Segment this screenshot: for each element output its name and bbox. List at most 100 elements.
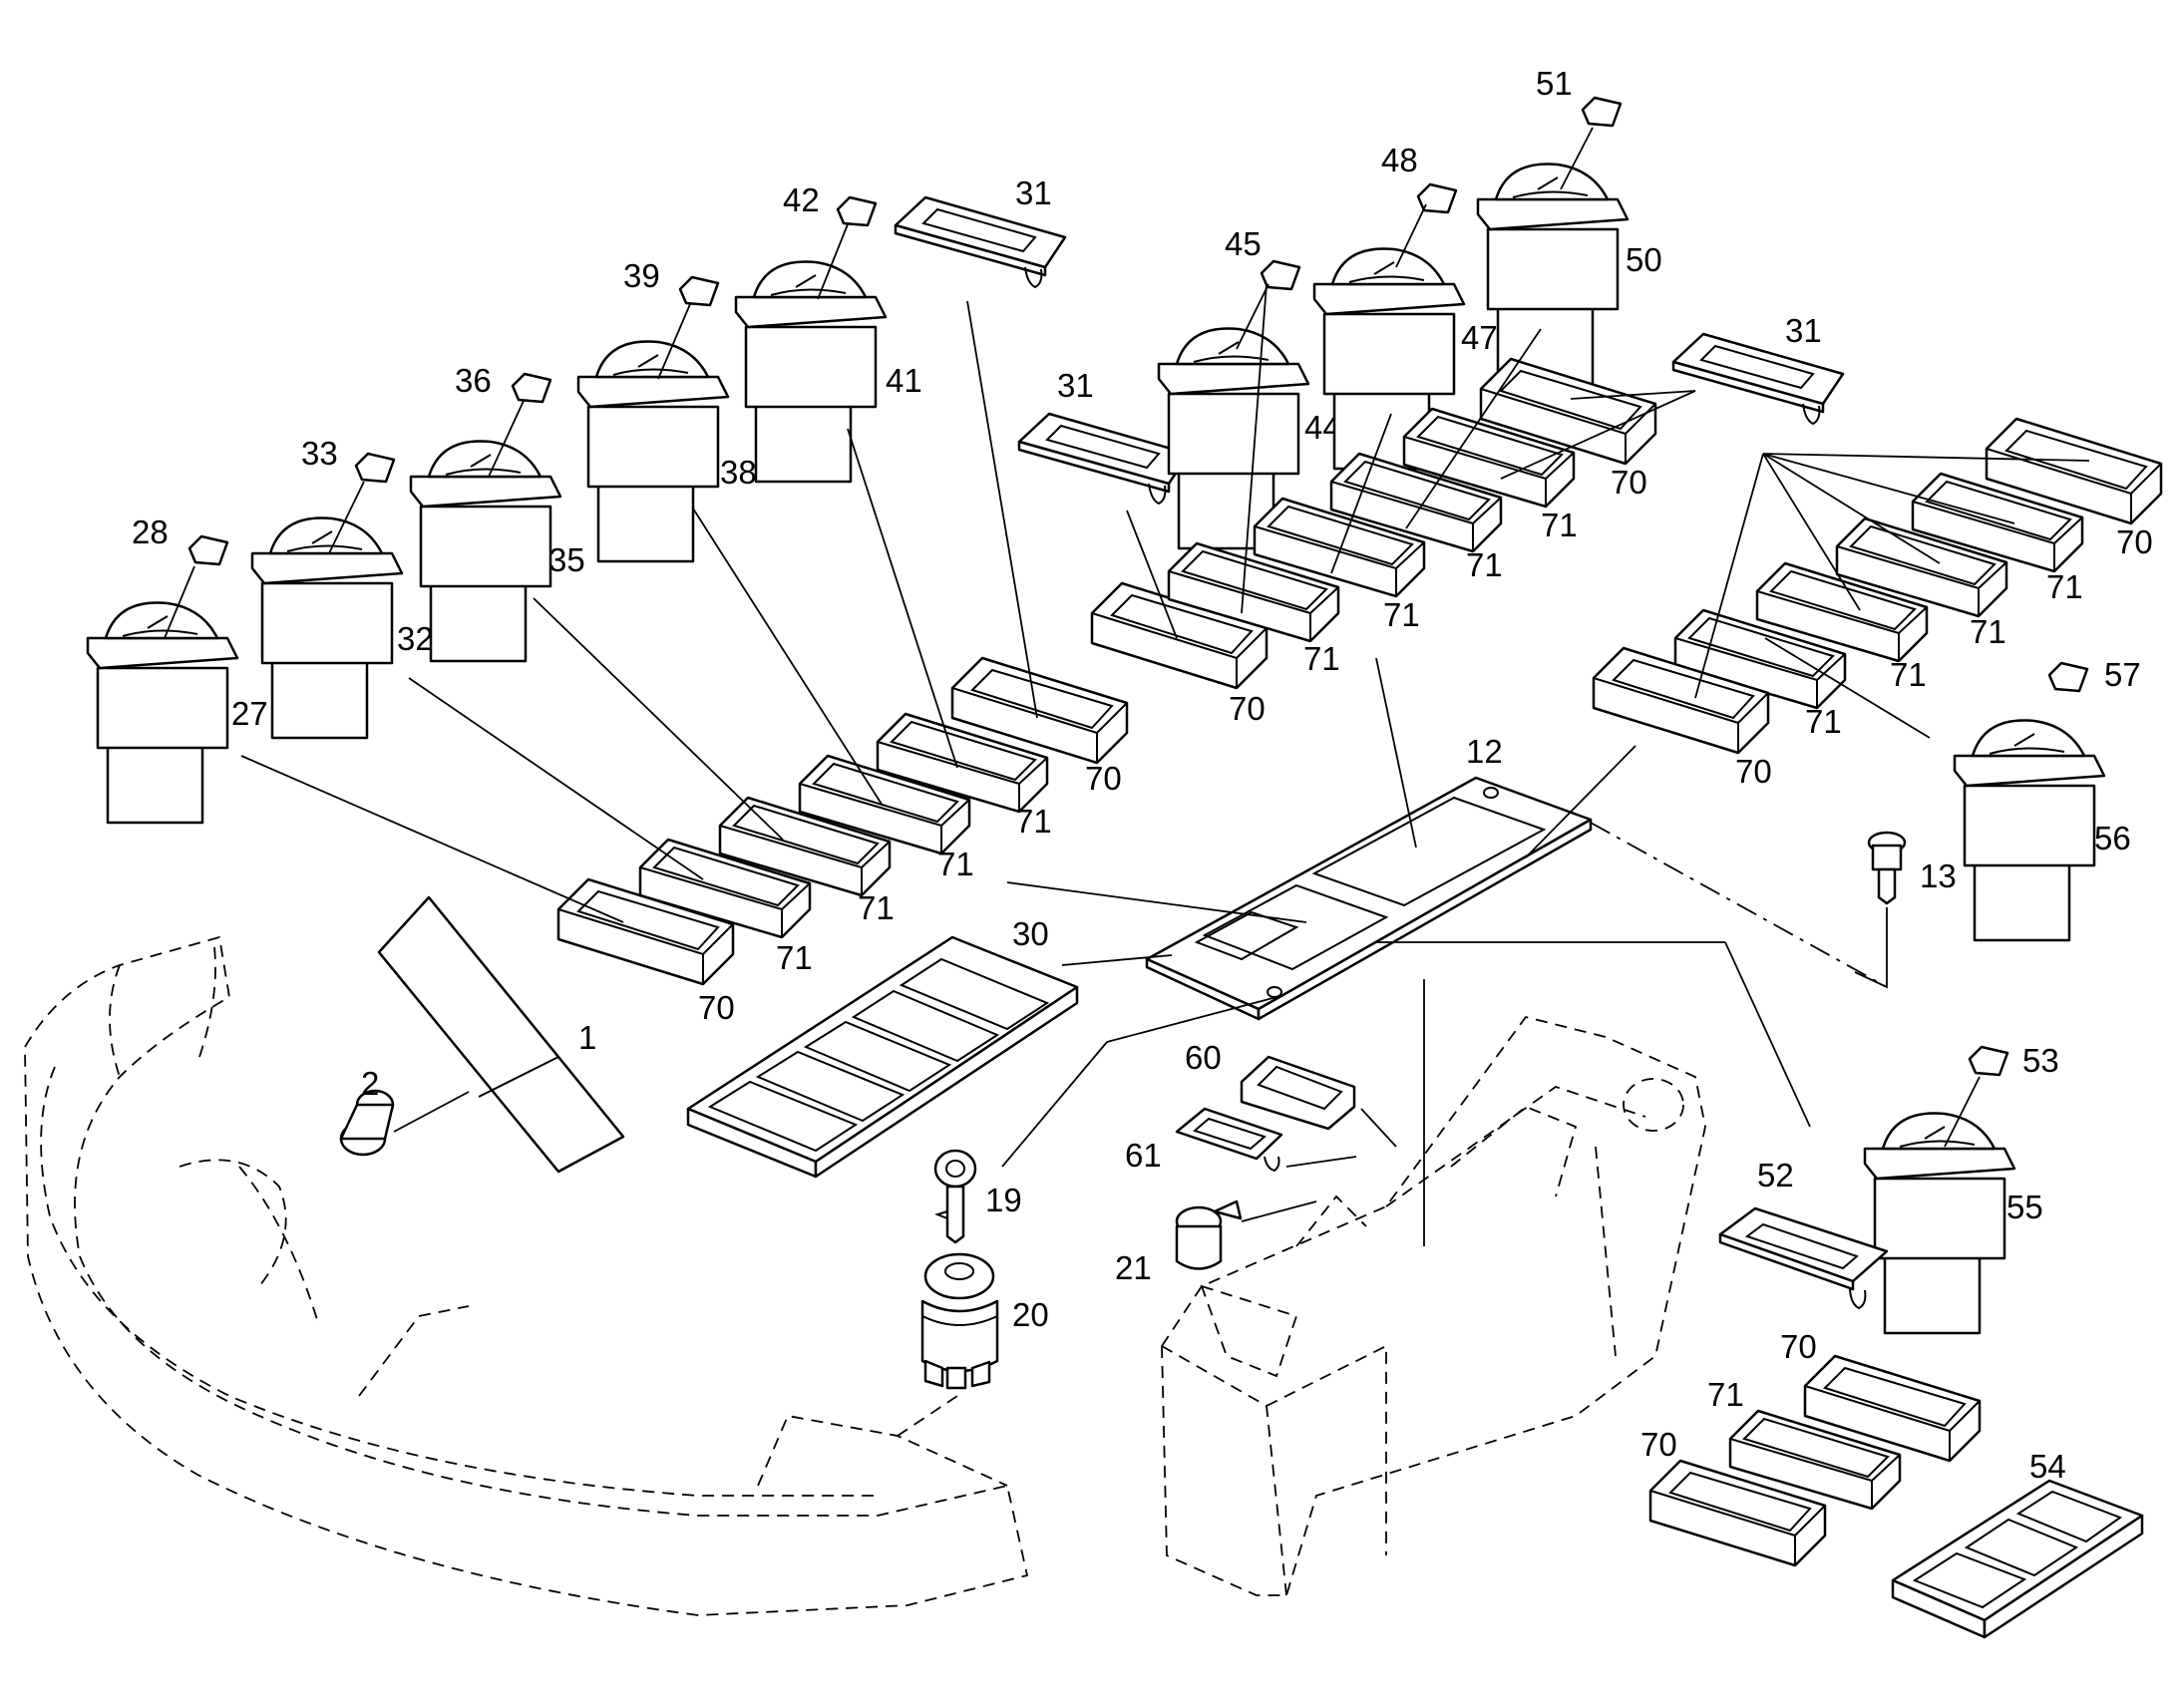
callout-21: 21 xyxy=(1115,1249,1152,1286)
callout-60: 60 xyxy=(1185,1039,1222,1076)
cap-28 xyxy=(187,534,229,566)
leader-32 xyxy=(408,677,704,880)
console-outline-right xyxy=(1161,1015,1706,1596)
screw-13 xyxy=(1867,831,1907,905)
leader-31-b xyxy=(1126,510,1178,639)
cap-33 xyxy=(354,452,396,484)
leader-r-5 xyxy=(1694,453,1764,699)
callout-71-g: 71 xyxy=(1466,546,1503,583)
leader-12-b xyxy=(1375,657,1417,849)
callout-47: 47 xyxy=(1461,319,1498,356)
leader-38 xyxy=(692,508,884,807)
leader-12-e xyxy=(1724,941,1811,1128)
rocker-switch-56 xyxy=(1953,719,2106,942)
callout-70-f: 70 xyxy=(1735,753,1772,790)
rocker-switch-27 xyxy=(86,601,239,825)
callout-27: 27 xyxy=(231,695,268,732)
cap-53 xyxy=(1968,1045,2009,1077)
leader-30 xyxy=(1061,954,1173,966)
grommet-2 xyxy=(339,1089,395,1157)
leader-r-3 xyxy=(1762,453,1941,564)
switch-21 xyxy=(1175,1199,1243,1270)
callout-71-c: 71 xyxy=(937,846,974,882)
callout-38: 38 xyxy=(720,454,757,491)
callout-53: 53 xyxy=(2022,1042,2059,1079)
callout-48: 48 xyxy=(1381,142,1418,178)
callout-70-a: 70 xyxy=(698,989,735,1026)
rocker-switch-32 xyxy=(250,516,404,740)
leader-31-a xyxy=(966,300,1038,719)
cap-39 xyxy=(678,275,720,307)
blank-plate-31-b xyxy=(1017,412,1191,506)
switch-housing-60 xyxy=(1240,1055,1356,1131)
cap-57 xyxy=(2047,661,2089,693)
switch-panel-54 xyxy=(1891,1479,2144,1639)
callout-12: 12 xyxy=(1466,733,1503,770)
leader-53 xyxy=(1944,1076,1981,1148)
callout-42: 42 xyxy=(783,181,820,218)
leader-27 xyxy=(240,755,624,923)
cover-plate-1 xyxy=(377,895,625,1174)
switch-panel-30 xyxy=(686,935,1079,1179)
leader-12-a xyxy=(1006,881,1307,923)
callout-20: 20 xyxy=(1012,1296,1049,1333)
callout-50: 50 xyxy=(1626,241,1662,278)
callout-33: 33 xyxy=(301,435,338,472)
leader-42 xyxy=(817,223,849,300)
callout-41: 41 xyxy=(886,362,922,399)
rocker-switch-55 xyxy=(1863,1112,2016,1335)
leader-47 xyxy=(1330,413,1392,574)
cap-36 xyxy=(511,372,552,404)
leader-60 xyxy=(1360,1108,1397,1148)
leader-31-c-a xyxy=(1570,390,1696,400)
callout-71-e: 71 xyxy=(1303,640,1340,677)
callout-36: 36 xyxy=(455,362,492,399)
leader-36 xyxy=(488,400,525,478)
leader-39 xyxy=(657,303,691,380)
ignition-switch-20 xyxy=(920,1252,999,1390)
callout-71-h: 71 xyxy=(1541,507,1578,543)
rocker-switch-35 xyxy=(409,440,562,663)
leader-33 xyxy=(328,481,365,554)
callout-71-a: 71 xyxy=(776,939,813,976)
leader-13 xyxy=(1854,907,1888,989)
callout-61: 61 xyxy=(1125,1137,1162,1174)
leader-61 xyxy=(1285,1156,1357,1168)
callout-70-d: 70 xyxy=(1611,464,1647,501)
leader-48 xyxy=(1395,203,1427,268)
callout-28: 28 xyxy=(132,513,169,550)
rocker-switch-41 xyxy=(734,260,888,484)
leader-r-1 xyxy=(1762,453,2090,462)
callout-35: 35 xyxy=(548,541,585,578)
leader-12-dashed xyxy=(1590,822,1888,988)
dashboard-outline-left xyxy=(24,935,1029,1616)
callout-70-h: 70 xyxy=(1640,1426,1677,1463)
leader-2 xyxy=(393,1091,470,1133)
callout-71-j: 71 xyxy=(1970,613,2006,650)
callout-57: 57 xyxy=(2104,656,2141,693)
callout-71-d: 71 xyxy=(1015,803,1052,840)
leader-50 xyxy=(1405,328,1542,529)
ignition-key-19 xyxy=(933,1149,977,1244)
leader-12-c xyxy=(1525,745,1636,858)
callout-71-m: 71 xyxy=(1707,1376,1744,1413)
callout-45: 45 xyxy=(1225,225,1262,262)
callout-52: 52 xyxy=(1757,1157,1794,1194)
blank-plate-52 xyxy=(1718,1206,1889,1310)
cap-42 xyxy=(836,195,878,227)
callout-1: 1 xyxy=(578,1019,596,1056)
leader-r-2 xyxy=(1762,453,2015,524)
callout-70-e: 70 xyxy=(2116,523,2153,560)
callout-71-f: 71 xyxy=(1383,596,1420,633)
leader-r-6 xyxy=(1764,637,1931,739)
callout-70-c: 70 xyxy=(1229,690,1266,727)
rocker-switch-50 xyxy=(1476,163,1630,386)
callout-39: 39 xyxy=(623,257,660,294)
callout-13: 13 xyxy=(1920,857,1957,894)
callout-30: 30 xyxy=(1012,915,1049,952)
callout-71-b: 71 xyxy=(858,889,895,926)
leader-51 xyxy=(1560,127,1594,190)
leader-41 xyxy=(847,428,958,769)
leader-21 xyxy=(1241,1200,1317,1222)
